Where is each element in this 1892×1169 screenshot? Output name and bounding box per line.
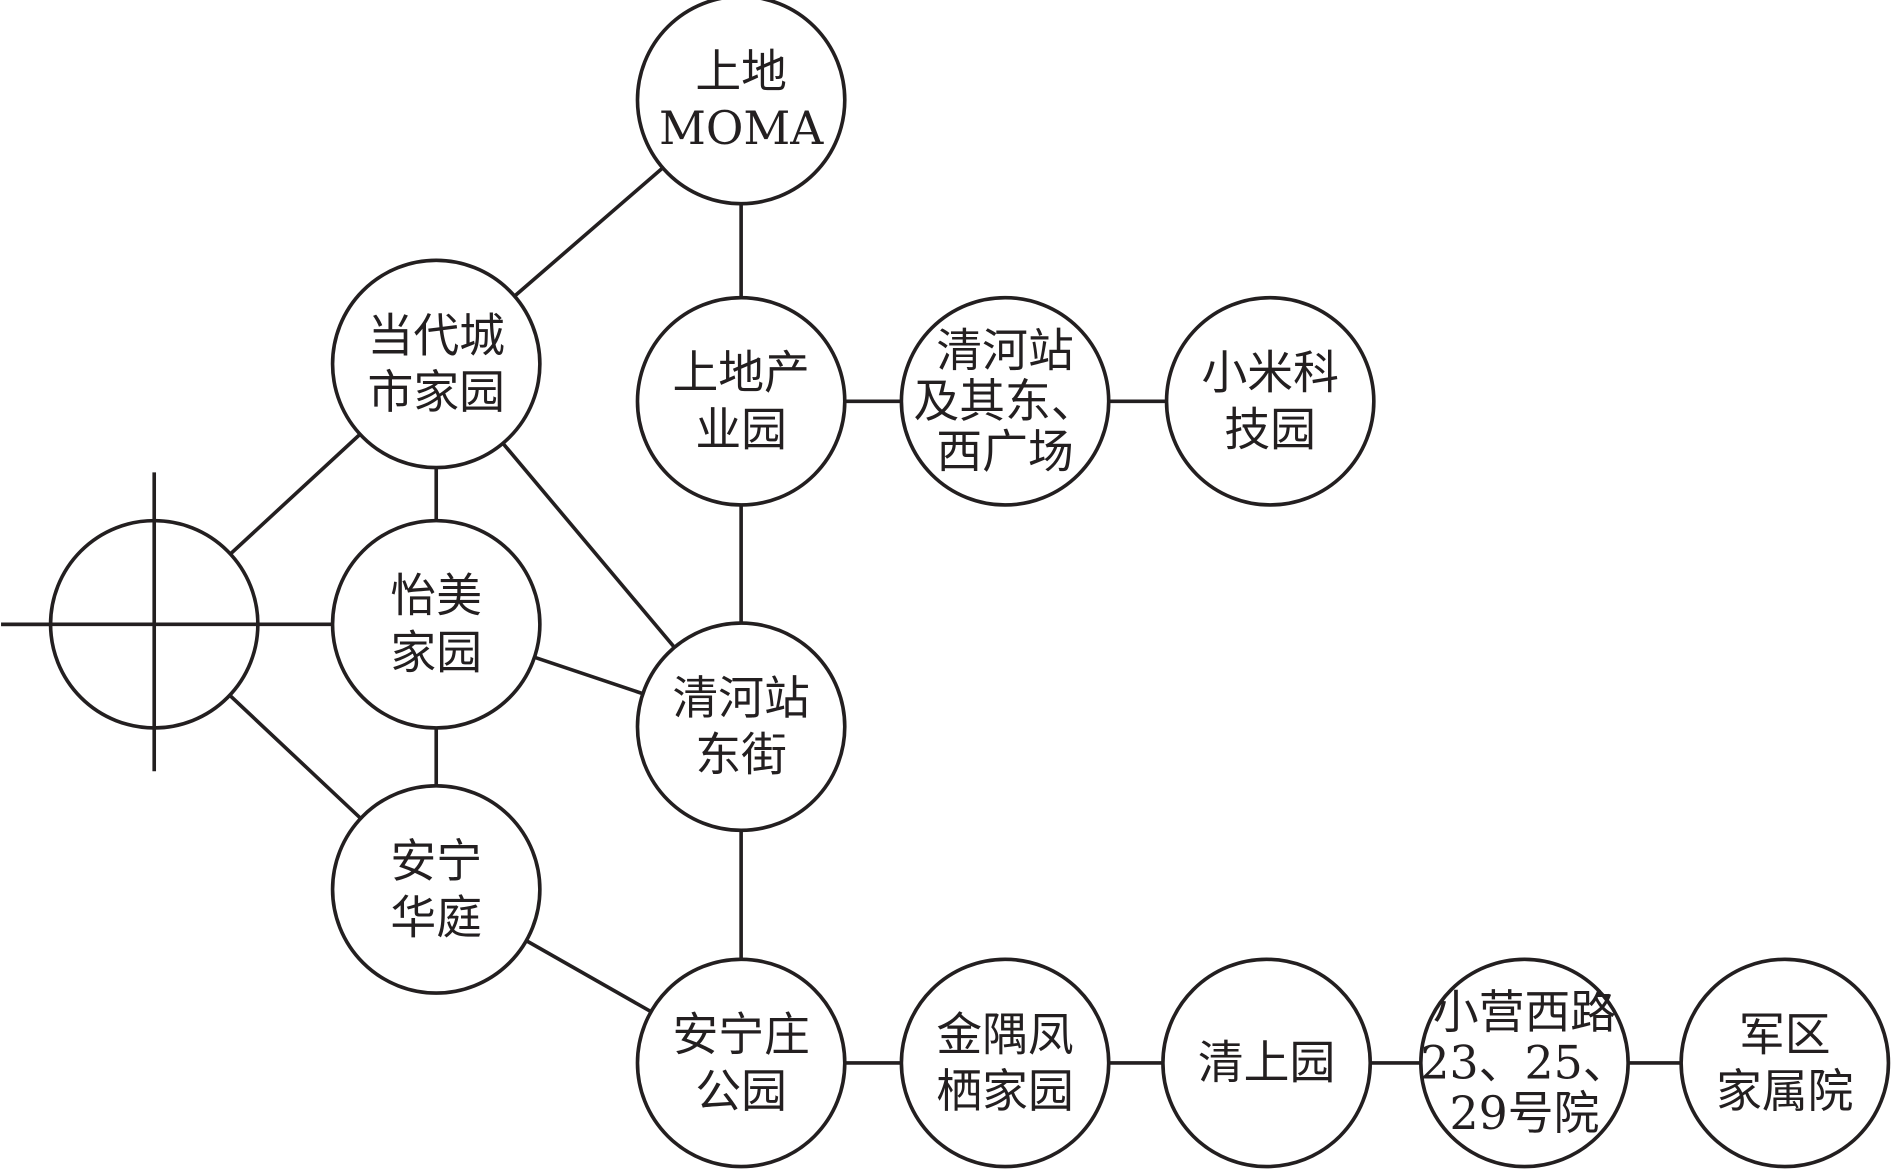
node-label-line: 西广场	[936, 425, 1073, 479]
node-label-line: 东街	[695, 728, 787, 782]
node-circle	[330, 783, 542, 995]
node-label-line: 上地	[695, 44, 787, 98]
node-circle	[1161, 957, 1373, 1169]
node-circle	[635, 621, 847, 833]
node-label-line: 家属院	[1716, 1064, 1853, 1118]
node-circle	[1679, 957, 1891, 1169]
node-circle	[1164, 295, 1376, 507]
node-label-line: 及其东、	[913, 374, 1096, 428]
node-label-line: 栖家园	[936, 1064, 1073, 1118]
node-label-line: 华庭	[390, 890, 482, 944]
node-circle	[1419, 957, 1630, 1169]
node-label-line: 安宁	[390, 834, 482, 888]
node-label-line: 小营西路	[1433, 985, 1616, 1039]
node-circle	[899, 295, 1111, 507]
node-label-line: 清河站	[936, 323, 1073, 377]
node-label-line: 技园	[1224, 402, 1316, 456]
node-qingshang: 清上园	[1161, 957, 1373, 1169]
node-circle	[635, 295, 847, 507]
node-label-line: 清河站	[672, 671, 809, 725]
node-label-line: 金隅凤	[936, 1007, 1073, 1061]
node-label-line: 军区	[1739, 1007, 1831, 1061]
nodes: 上地MOMA当代城市家园上地产业园清河站及其东、西广场小米科技园怡美家园清河站东…	[48, 0, 1891, 1169]
node-label-line: 23、25、	[1420, 1036, 1628, 1090]
node-circle	[899, 957, 1111, 1169]
node-label-line: 公园	[695, 1064, 787, 1118]
node-circle	[330, 258, 542, 470]
node-label-line: 怡美	[390, 569, 482, 623]
node-label-line: 业园	[695, 402, 787, 456]
node-label-line: 当代城	[368, 308, 505, 362]
node-label-line: 清上园	[1198, 1036, 1335, 1090]
node-label-line: 小米科	[1202, 346, 1339, 400]
node-label-line: 家园	[390, 625, 482, 679]
node-label-line: MOMA	[659, 101, 824, 155]
node-circle	[635, 0, 847, 206]
node-label-line: 29号院	[1450, 1086, 1600, 1140]
crosshair-icon	[1, 472, 258, 772]
node-label-line: 安宁庄	[672, 1007, 809, 1061]
node-label-line: 市家园	[368, 365, 505, 419]
node-circle	[635, 957, 847, 1169]
node-circle	[330, 518, 542, 730]
node-label-line: 上地产	[672, 346, 809, 400]
